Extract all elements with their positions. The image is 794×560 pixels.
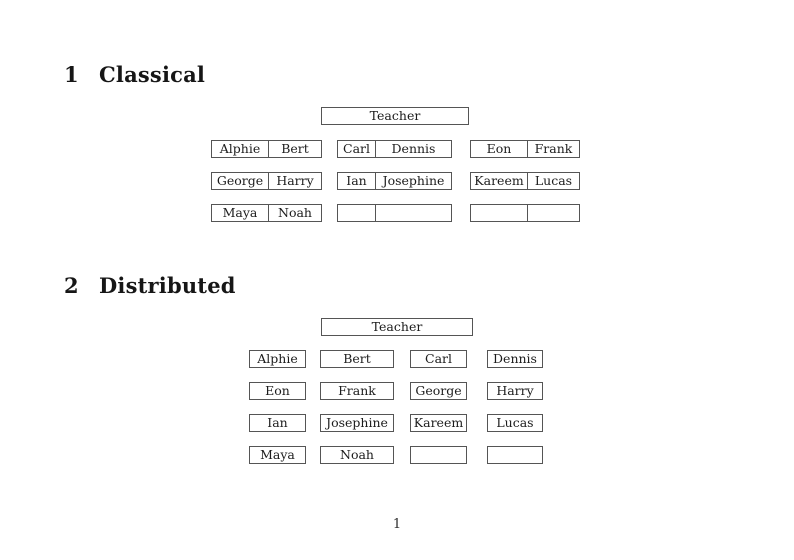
section-number: 1 bbox=[64, 62, 79, 87]
desk-pair: Alphie Bert bbox=[211, 140, 322, 158]
desk-single: Dennis bbox=[487, 350, 543, 368]
desk-pair-empty bbox=[337, 204, 452, 222]
desk-seat: Eon bbox=[471, 141, 528, 157]
desk-pair: Kareem Lucas bbox=[470, 172, 580, 190]
desk-single: George bbox=[410, 382, 467, 400]
desk-seat: Harry bbox=[276, 172, 314, 188]
section-heading-distributed: 2 Distributed bbox=[64, 273, 236, 298]
desk-seat: Josephine bbox=[382, 172, 445, 188]
desk-seat bbox=[528, 205, 579, 221]
teacher-label: Teacher bbox=[369, 107, 421, 123]
section-number: 2 bbox=[64, 273, 79, 298]
desk-pair: Ian Josephine bbox=[337, 172, 452, 190]
desk-seat bbox=[376, 205, 451, 221]
desk-seat: Carl bbox=[338, 141, 376, 157]
desk-seat: Kareem bbox=[471, 173, 528, 189]
desk-single: Frank bbox=[320, 382, 394, 400]
desk-pair-empty bbox=[470, 204, 580, 222]
desk-pair: Maya Noah bbox=[211, 204, 322, 222]
desk-single: Josephine bbox=[320, 414, 394, 432]
desk-seat: George bbox=[212, 173, 269, 189]
desk-pair: Eon Frank bbox=[470, 140, 580, 158]
desk-seat: Maya bbox=[212, 205, 269, 221]
desk-seat: Noah bbox=[278, 204, 312, 220]
teacher-box: Teacher bbox=[321, 318, 473, 336]
section-title: Distributed bbox=[99, 273, 236, 298]
desk-single-empty bbox=[487, 446, 543, 464]
desk-single: Bert bbox=[320, 350, 394, 368]
desk-pair: Carl Dennis bbox=[337, 140, 452, 158]
desk-single: Eon bbox=[249, 382, 306, 400]
desk-seat: Lucas bbox=[534, 172, 573, 188]
desk-single: Ian bbox=[249, 414, 306, 432]
desk-seat bbox=[471, 205, 528, 221]
desk-single: Harry bbox=[487, 382, 543, 400]
desk-single-empty bbox=[410, 446, 467, 464]
desk-seat: Frank bbox=[534, 140, 573, 156]
desk-single: Maya bbox=[249, 446, 306, 464]
section-heading-classical: 1 Classical bbox=[64, 62, 205, 87]
desk-seat: Dennis bbox=[391, 140, 436, 156]
desk-single: Carl bbox=[410, 350, 467, 368]
desk-pair: George Harry bbox=[211, 172, 322, 190]
desk-single: Lucas bbox=[487, 414, 543, 432]
desk-seat bbox=[338, 205, 376, 221]
teacher-label: Teacher bbox=[371, 318, 423, 334]
page-number: 1 bbox=[392, 517, 402, 532]
desk-single: Noah bbox=[320, 446, 394, 464]
desk-seat: Bert bbox=[281, 140, 309, 156]
desk-seat: Alphie bbox=[212, 141, 269, 157]
section-title: Classical bbox=[99, 62, 206, 87]
desk-seat: Ian bbox=[338, 173, 376, 189]
teacher-box: Teacher bbox=[321, 107, 469, 125]
desk-single: Kareem bbox=[410, 414, 467, 432]
desk-single: Alphie bbox=[249, 350, 306, 368]
